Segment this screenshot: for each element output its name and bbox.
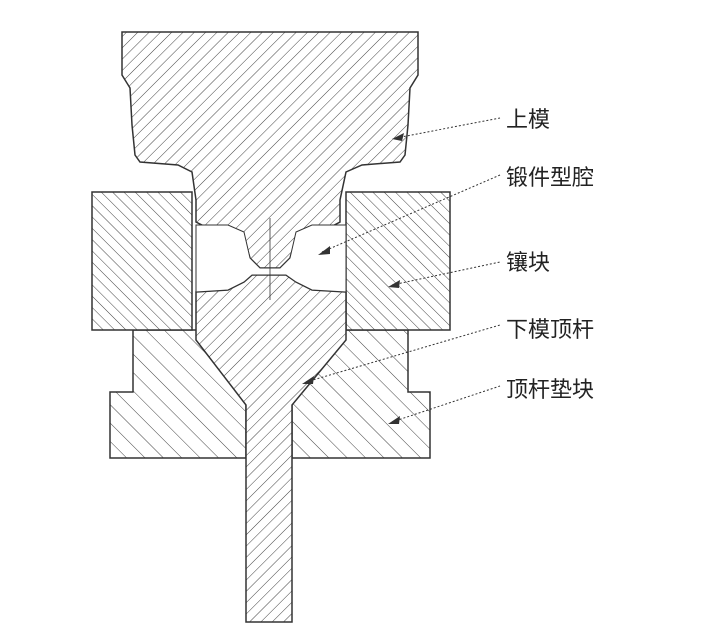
insert-right bbox=[345, 191, 451, 331]
leader-upper-die bbox=[395, 117, 501, 139]
label-forging-cavity: 锻件型腔 bbox=[506, 166, 595, 191]
leader-arrow-insert bbox=[388, 280, 400, 288]
leader-forging-cavity bbox=[321, 174, 501, 253]
leader-insert bbox=[391, 261, 501, 286]
leader-lower-die-ejector bbox=[305, 324, 501, 383]
label-lower-die-ejector: 下模顶杆 bbox=[506, 318, 595, 343]
leader-arrow-lower-die-ejector bbox=[302, 376, 314, 384]
forging-cavity bbox=[195, 224, 347, 293]
leader-arrow-upper-die bbox=[392, 133, 404, 141]
leader-arrow-ejector-pad bbox=[388, 416, 400, 424]
leader-arrow-forging-cavity bbox=[318, 246, 330, 255]
leader-ejector-pad bbox=[391, 385, 501, 423]
insert-left bbox=[91, 191, 193, 331]
label-upper-die: 上模 bbox=[506, 108, 551, 133]
label-insert: 镶块 bbox=[506, 251, 551, 276]
label-ejector-pad-block: 顶杆垫块 bbox=[506, 378, 595, 403]
